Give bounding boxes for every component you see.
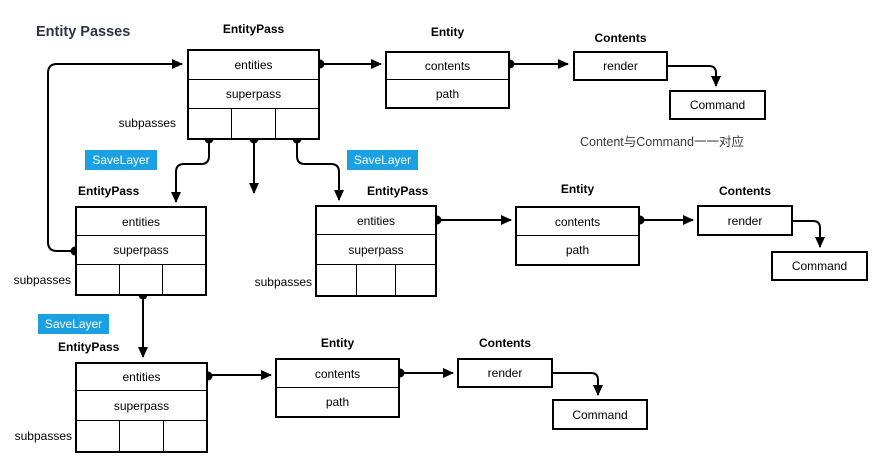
wire-top-render-to-command [668,65,721,87]
subpass-cell [120,265,163,294]
subpasses-label-midright: subpasses [254,275,312,289]
command-label: Command [791,259,848,273]
entitypass-top-title: EntityPass [222,22,285,36]
entitypass-midleft-box: entities superpass [75,206,207,296]
wire-subpass1-to-child-pass [171,140,210,203]
render-field: render [603,59,638,73]
subpass-cell [163,265,205,294]
subpasses-row [317,265,435,295]
path-field: path [325,395,350,409]
entitypass-bottom-title: EntityPass [58,340,120,354]
subpasses-label-midleft: subpasses [13,273,71,287]
entity-bottom-title: Entity [320,336,355,350]
page-title: Entity Passes [36,24,131,40]
entities-field: entities [77,364,206,391]
subpasses-row [77,421,206,451]
contents-field: contents [517,208,638,236]
contents-field: contents [277,360,398,388]
superpass-field: superpass [77,236,205,265]
superpass-field: superpass [189,80,318,109]
contents-field: contents [387,53,508,80]
entitypass-midright-box: entities superpass [315,205,437,297]
contents-mid-box: render [697,205,793,236]
wire-superpass-to-parent-pass [47,59,183,252]
render-field: render [727,213,763,228]
entities-field: entities [189,51,318,80]
entitypass-bottom-box: entities superpass [75,362,208,453]
subpass-cell [232,109,276,138]
subpasses-label-bottom: subpasses [14,429,72,443]
entities-field: entities [317,207,435,235]
command-bottom-box: Command [552,399,648,430]
entitypass-midleft-title: EntityPass [78,184,140,198]
command-mid-box: Command [771,251,868,281]
entitypass-top-box: entities superpass [187,49,320,140]
entities-field: entities [77,208,205,236]
savelayer-badge-bottom: SaveLayer [38,314,109,334]
contents-top-box: render [573,51,668,81]
contents-bottom-box: render [457,358,553,388]
superpass-field: superpass [317,235,435,265]
subpass-cell [77,265,120,294]
subpass-cell [276,109,318,138]
render-field: render [487,366,523,380]
path-field: path [565,243,590,257]
wire-subpass3-to-child-pass [296,140,344,201]
contents-mid-title: Contents [719,184,771,198]
savelayer-badge-midright: SaveLayer [347,150,418,170]
command-top-box: Command [669,90,766,120]
subpass-cell [120,421,164,451]
entity-mid-title: Entity [560,182,595,196]
subpass-cell [317,265,357,295]
contents-top-title: Contents [594,31,647,45]
subpass-cell [189,109,233,138]
subpasses-label-top: subpasses [118,116,176,130]
content-command-note: Content与Command一一对应 [580,135,744,149]
path-field: path [435,86,460,101]
entitypass-midright-title: EntityPass [367,184,429,198]
command-label: Command [689,98,746,112]
entity-top-box: contents path [385,51,510,109]
superpass-field: superpass [77,391,206,421]
contents-bottom-title: Contents [479,336,531,350]
command-label: Command [572,407,628,422]
subpass-cell [357,265,397,295]
entity-top-title: Entity [430,25,465,39]
wire-bottom-render-to-command [553,372,603,396]
entity-bottom-box: contents path [275,358,400,418]
wire-mid-render-to-command [793,220,825,248]
subpasses-row [77,265,205,294]
entity-mid-box: contents path [515,206,640,266]
subpass-cell [77,421,121,451]
subpass-cell [164,421,206,451]
subpasses-row [189,109,318,138]
subpass-cell [396,265,435,295]
savelayer-badge-midleft: SaveLayer [85,150,157,170]
